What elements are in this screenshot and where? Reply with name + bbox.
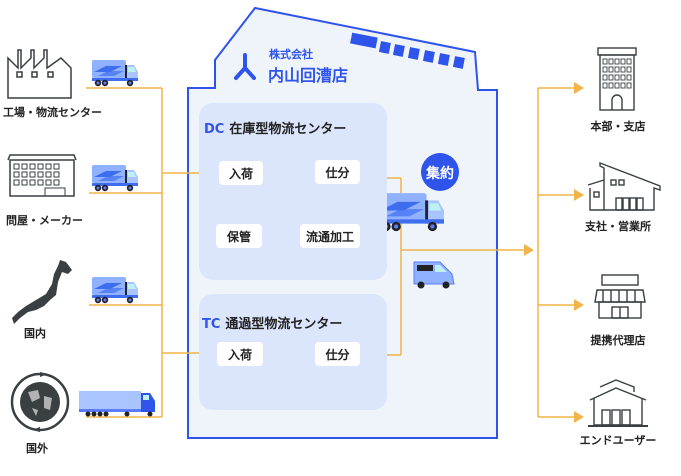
consolidation-label: 集約 — [426, 166, 454, 182]
arrow-icon — [574, 299, 584, 311]
source-label: 国外 — [26, 442, 48, 455]
tc-title: TC 通過型物流センター — [202, 313, 342, 332]
arrow-icon — [574, 189, 584, 201]
house-icon — [588, 379, 648, 427]
company-prefix: 株式会社 — [269, 48, 313, 61]
branch-office-icon — [587, 161, 661, 211]
trailer-truck-icon — [79, 391, 155, 417]
tc-step-sort: 仕分 — [315, 342, 360, 366]
consolidation-badge — [421, 153, 459, 191]
office-tower-icon — [597, 47, 637, 111]
company-logo-icon — [234, 53, 256, 80]
dc-step-store: 保管 — [216, 224, 262, 248]
destination-label: 本部・支店 — [590, 120, 646, 133]
company-name: 内山回漕店 — [268, 66, 349, 85]
globe-icon — [10, 372, 70, 432]
destination-label: エンドユーザー — [579, 434, 657, 447]
source-connectors — [86, 87, 206, 418]
truck-icon — [92, 277, 138, 304]
truck-icon — [92, 60, 138, 87]
dc-center-box — [199, 103, 387, 280]
dc-title: DC 在庫型物流センター — [204, 118, 346, 137]
source-label: 問屋・メーカー — [6, 214, 83, 227]
source-label: 国内 — [24, 327, 46, 340]
dc-code: DC — [204, 122, 225, 137]
van-icon — [413, 261, 455, 289]
destination-connectors — [537, 87, 575, 418]
dc-step-process: 流通加工 — [300, 224, 360, 248]
arrow-icon — [574, 411, 584, 423]
source-label: 工場・物流センター — [3, 106, 102, 119]
storefront-icon — [594, 274, 646, 319]
destination-label: 提携代理店 — [590, 334, 646, 347]
tc-title-text: 通過型物流センター — [225, 317, 343, 332]
arrow-icon — [574, 82, 584, 94]
arrow-icon — [524, 244, 534, 256]
dc-step-sort: 仕分 — [315, 160, 360, 184]
destination-label: 支社・営業所 — [585, 220, 651, 233]
tc-code: TC — [202, 317, 221, 332]
truck-icon — [92, 165, 138, 192]
dc-title-text: 在庫型物流センター — [229, 122, 347, 137]
factory-icon — [7, 49, 72, 99]
warehouse-windows — [350, 32, 465, 69]
office-building-icon — [7, 154, 77, 197]
japan-map-icon — [12, 260, 72, 324]
tc-step-receive: 入荷 — [217, 342, 263, 366]
dc-step-receive: 入荷 — [219, 161, 263, 185]
